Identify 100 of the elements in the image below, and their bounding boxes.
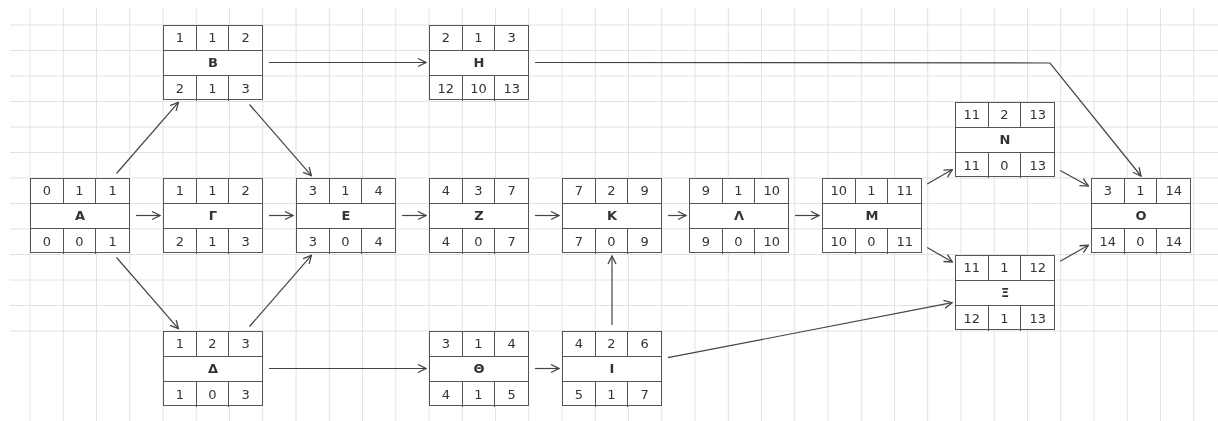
activity-box	[822, 178, 922, 253]
arrow	[667, 299, 953, 359]
time-value: 12	[430, 76, 463, 101]
time-value: 2	[229, 179, 262, 204]
activity-box	[562, 331, 662, 406]
time-value: 0	[31, 179, 64, 204]
time-value: 0	[722, 229, 756, 254]
activity-name: Κ	[563, 204, 661, 229]
activity-name: A	[31, 204, 129, 229]
time-value: 10	[823, 229, 856, 254]
time-value: 1	[63, 179, 97, 204]
arrow	[268, 210, 294, 221]
time-value: 4	[430, 229, 463, 254]
arrow	[248, 254, 313, 328]
time-value: 0	[595, 229, 629, 254]
arrow	[1059, 169, 1090, 187]
activity-box	[429, 178, 529, 253]
arrow	[248, 103, 313, 177]
time-value: 12	[956, 306, 989, 331]
time-value: 2	[229, 26, 262, 51]
time-value: 11	[888, 179, 921, 204]
activity-name: Γ	[164, 204, 262, 229]
time-value: 7	[639, 385, 650, 404]
time-value: 1	[329, 179, 363, 204]
time-value: 10	[462, 76, 496, 101]
arrow	[926, 246, 954, 263]
arrow	[115, 256, 180, 330]
arrow	[1059, 244, 1090, 262]
time-value: 7	[506, 232, 517, 251]
time-value: 10	[755, 179, 788, 204]
time-value: 2	[595, 332, 629, 357]
time-value: 2	[164, 76, 197, 101]
time-value: 1	[196, 76, 230, 101]
time-value: 3	[1092, 179, 1125, 204]
activity-name: Η	[430, 51, 528, 76]
time-value: 9	[690, 229, 723, 254]
activity-name: Μ	[823, 204, 921, 229]
activity-box	[689, 178, 789, 253]
time-value: 2	[988, 103, 1022, 128]
time-value: 0	[31, 229, 64, 254]
time-value: 10	[762, 232, 781, 251]
time-value: 1	[164, 179, 197, 204]
time-value: 4	[373, 232, 384, 251]
time-value: 1	[196, 26, 230, 51]
time-value: 9	[639, 232, 650, 251]
time-value: 2	[164, 229, 197, 254]
activity-box	[163, 331, 263, 406]
time-value: 5	[563, 382, 596, 407]
arrow	[534, 210, 560, 221]
activity-box	[955, 102, 1055, 177]
activity-name: Ε	[297, 204, 395, 229]
activity-name: Λ	[690, 204, 788, 229]
arrow	[794, 210, 820, 221]
time-value: 0	[855, 229, 889, 254]
time-value: 3	[495, 26, 528, 51]
arrow	[534, 61, 1142, 177]
time-value: 0	[462, 229, 496, 254]
time-value: 14	[1157, 179, 1190, 204]
time-value: 2	[430, 26, 463, 51]
time-value: 4	[430, 382, 463, 407]
time-value: 1	[164, 382, 197, 407]
time-value: 14	[1164, 232, 1183, 251]
time-value: 3	[240, 232, 251, 251]
time-value: 1	[988, 306, 1022, 331]
activity-name: Β	[164, 51, 262, 76]
time-value: 11	[956, 153, 989, 178]
arrow	[401, 210, 427, 221]
time-value: 13	[1028, 309, 1047, 328]
time-value: 3	[240, 385, 251, 404]
time-value: 0	[1124, 229, 1158, 254]
activity-box	[429, 331, 529, 406]
time-value: 3	[229, 332, 262, 357]
activity-box	[163, 25, 263, 100]
time-value: 3	[240, 79, 251, 98]
arrow	[268, 57, 427, 68]
time-value: 1	[595, 382, 629, 407]
time-value: 13	[1028, 156, 1047, 175]
activity-box	[1091, 178, 1191, 253]
activity-box	[429, 25, 529, 100]
time-value: 4	[430, 179, 463, 204]
time-value: 1	[462, 382, 496, 407]
time-value: 14	[1092, 229, 1125, 254]
time-value: 7	[563, 179, 596, 204]
time-value: 2	[196, 332, 230, 357]
time-value: 5	[506, 385, 517, 404]
time-value: 9	[628, 179, 661, 204]
time-value: 11	[956, 103, 989, 128]
time-value: 13	[502, 79, 521, 98]
time-value: 0	[63, 229, 97, 254]
time-value: 7	[495, 179, 528, 204]
activity-name: Ο	[1092, 204, 1190, 229]
time-value: 13	[1021, 103, 1054, 128]
time-value: 4	[362, 179, 395, 204]
arrow	[667, 210, 687, 221]
time-value: 1	[107, 232, 118, 251]
time-value: 0	[329, 229, 363, 254]
time-value: 1	[196, 229, 230, 254]
time-value: 1	[988, 256, 1022, 281]
time-value: 4	[563, 332, 596, 357]
activity-name: Ν	[956, 128, 1054, 153]
